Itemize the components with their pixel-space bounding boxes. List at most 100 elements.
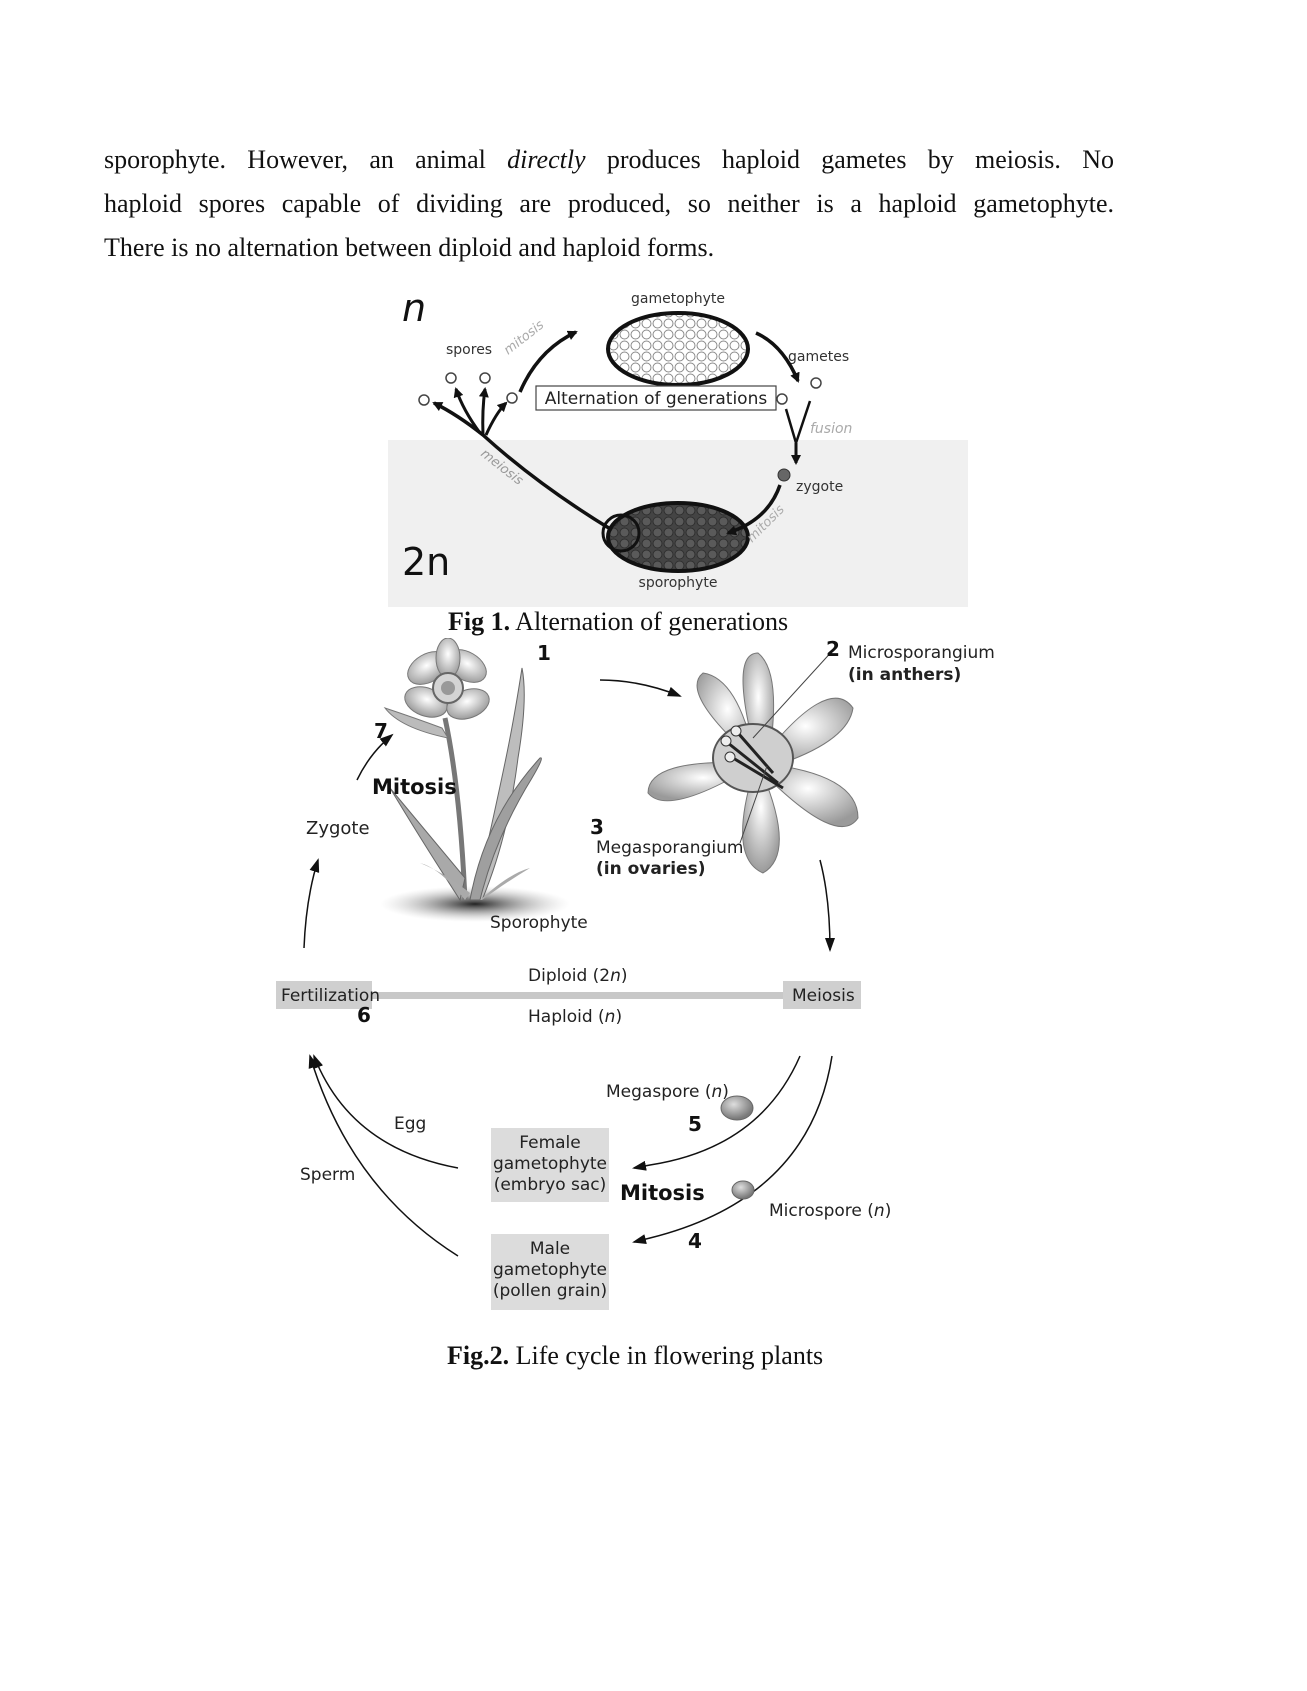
microsporangium-sub: (in anthers): [848, 665, 961, 685]
step-number-4: 4: [688, 1229, 702, 1253]
spore-dot: [479, 372, 491, 384]
mitosis-lower-label: Mitosis: [620, 1181, 705, 1205]
gamete-dot: [776, 393, 788, 405]
sporophyte-ellipse: [606, 501, 750, 573]
male-label-3: (pollen grain): [493, 1281, 607, 1301]
arrow-meiosis-main: [432, 401, 613, 532]
male-gametophyte-box: [491, 1234, 609, 1310]
arrow-zygote-to-sporophyte: [726, 484, 782, 536]
zygote-dot: [777, 468, 791, 482]
fig2-caption-text: Life cycle in flowering plants: [509, 1341, 824, 1370]
megaspore-text: Megaspore (: [606, 1082, 712, 1102]
megaspore-label: Megaspore (n): [606, 1082, 729, 1102]
megasporangium-label: Megasporangium: [596, 838, 743, 858]
haploid-label: Haploid (n): [528, 1007, 622, 1027]
arrow-meiosis-to-female: [632, 1055, 801, 1171]
step-number-2: 2: [826, 638, 840, 661]
paragraph-line-1: sporophyte. However, an animal directly …: [104, 138, 1114, 182]
arrow-zygote-to-sporophyte: [356, 733, 394, 781]
fertilization-box: [276, 981, 372, 1009]
gametes-label: gametes: [788, 349, 849, 365]
mitosis-top-label: mitosis: [501, 318, 547, 359]
arrow-plant-to-flower: [599, 679, 682, 697]
arrow-spore-to-gametophyte: [518, 330, 578, 393]
flower-closeup: [647, 652, 859, 874]
fig1-caption: Fig 1. Alternation of generations: [448, 607, 788, 637]
zygote-label: zygote: [796, 479, 843, 495]
fig1-alternation-diagram: n 2n gametophyte sporophyte spores mitos…: [388, 286, 968, 607]
diploid-close: ): [621, 966, 628, 986]
gamete-dot: [810, 377, 822, 389]
spore-dot: [506, 392, 518, 404]
female-label-3: (embryo sac): [494, 1175, 607, 1195]
female-label-2: gametophyte: [493, 1154, 607, 1174]
paragraph-line-2: haploid spores capable of dividing are p…: [104, 189, 1114, 218]
arrow-fertilization-to-zygote: [303, 858, 320, 949]
gametophyte-label: gametophyte: [631, 291, 725, 307]
step-number-1: 1: [537, 641, 551, 665]
arrow-gametophyte-to-gametes: [755, 331, 800, 383]
mega-pointer-line: [739, 765, 768, 844]
spore-dot: [445, 372, 457, 384]
haploid-text: Haploid (: [528, 1007, 605, 1027]
emphasis-directly: directly: [507, 145, 586, 174]
haploid-n-label: n: [402, 286, 426, 330]
microspore-cell: [731, 1180, 755, 1200]
paragraph-text: produces haploid gametes by meiosis. No: [585, 145, 1114, 174]
diploid-2n-label: 2n: [402, 540, 450, 584]
sporophyte-label: sporophyte: [639, 575, 718, 591]
paragraph-line-3: There is no alternation between diploid …: [104, 233, 715, 262]
megaspore-cell: [720, 1095, 754, 1121]
sporophyte-label: Sporophyte: [490, 913, 588, 933]
mitosis-upper-label: Mitosis: [372, 775, 457, 799]
alternation-title-text: Alternation of generations: [545, 389, 768, 409]
diploid-text: Diploid (2: [528, 966, 610, 986]
arrow-sperm-to-fertilization: [308, 1054, 459, 1257]
spore-dot: [418, 394, 430, 406]
zygote-label: Zygote: [306, 818, 370, 839]
megaspore-n: n: [712, 1082, 723, 1102]
megasporangium-sub: (in ovaries): [596, 859, 705, 879]
haploid-n: n: [605, 1007, 616, 1027]
fusion-lines: [784, 400, 812, 448]
microsporangium-label: Microsporangium: [848, 643, 995, 663]
step-number-5: 5: [688, 1112, 702, 1136]
sporophyte-plant: [380, 638, 570, 922]
diploid-n: n: [610, 966, 621, 986]
male-label-2: gametophyte: [493, 1260, 607, 1280]
fertilization-label: Fertilization: [281, 986, 380, 1006]
megaspore-close: ): [722, 1082, 729, 1102]
female-gametophyte-box: [491, 1128, 609, 1202]
arrow-meiosis-spore4: [484, 401, 508, 436]
egg-label: Egg: [394, 1114, 426, 1134]
paragraph-text: sporophyte. However, an animal: [104, 145, 508, 174]
female-label-1: Female: [519, 1133, 580, 1153]
ploidy-divider-bar: [360, 992, 830, 999]
fig1-caption-label: Fig 1.: [448, 607, 511, 636]
diploid-label: Diploid (2n): [528, 966, 628, 986]
step-number-3: 3: [590, 815, 604, 839]
fig2-lifecycle-diagram: 1 2 Microsporangium (in anthers) 7 Mitos…: [276, 638, 995, 1310]
sperm-label: Sperm: [300, 1165, 355, 1185]
arrow-egg-to-fertilization: [313, 1054, 459, 1169]
alternation-title-box: [535, 385, 777, 411]
arrow-meiosis-spore2: [453, 387, 482, 434]
male-label-1: Male: [530, 1239, 570, 1259]
arrow-flower-to-meiosis: [819, 859, 835, 952]
fig2-caption: Fig.2. Life cycle in flowering plants: [447, 1341, 823, 1371]
sporangium-circle: [601, 513, 641, 553]
haploid-close: ): [615, 1007, 622, 1027]
gametophyte-ellipse: [606, 311, 750, 387]
microspore-close: ): [885, 1201, 892, 1221]
body-paragraph: sporophyte. However, an animal directly …: [104, 138, 1114, 270]
fusion-label: fusion: [810, 421, 852, 437]
microspore-label: Microspore (n): [769, 1201, 891, 1221]
meiosis-box: [783, 981, 861, 1009]
meiosis-label: Meiosis: [792, 986, 855, 1006]
microspore-n: n: [874, 1201, 885, 1221]
fig1-caption-text: Alternation of generations: [510, 607, 789, 636]
arrow-meiosis-to-male: [632, 1055, 833, 1244]
arrow-meiosis-spore3: [478, 387, 489, 436]
micro-pointer-line: [752, 647, 836, 739]
fig2-caption-label: Fig.2.: [447, 1341, 510, 1370]
